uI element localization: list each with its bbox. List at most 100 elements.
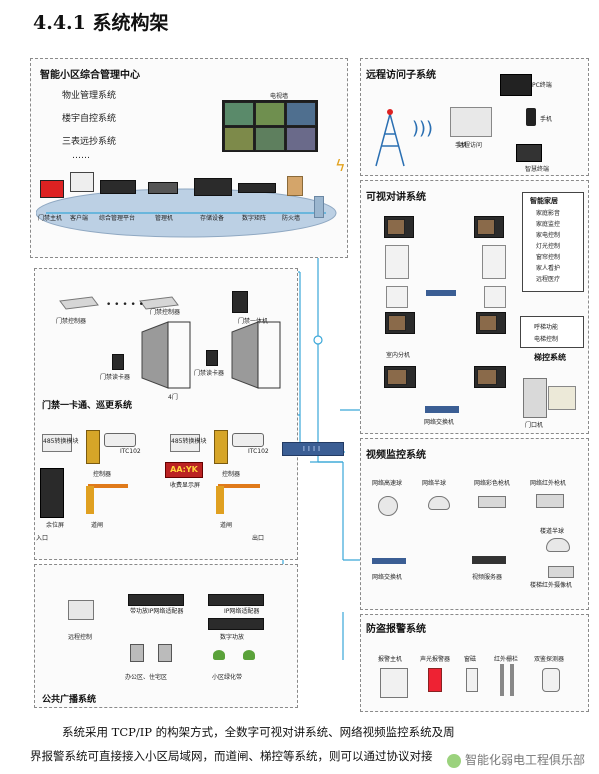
ir-bullet-camera-icon <box>536 494 564 508</box>
smart-home-title: 智能家居 <box>530 197 558 205</box>
converter-icon-2 <box>170 434 200 452</box>
ir-fence-icon-2 <box>510 664 514 696</box>
corridor-dome-label: 楼道半球 <box>540 528 565 535</box>
elevator-item-1: 呼梯功能 <box>534 324 559 331</box>
pc-terminal-icon <box>500 74 532 96</box>
mini-dome-label: 网络半球 <box>422 480 447 487</box>
color-bullet-label: 网络彩色枪机 <box>474 480 511 487</box>
elevator-control-title: 梯控系统 <box>534 353 566 362</box>
exit-label: 出口 <box>252 535 265 542</box>
smart-home-item-7: 远程医疗 <box>536 276 561 283</box>
indoor-unit-2 <box>482 245 506 279</box>
broadcast-console-label: 远程控制 <box>68 634 93 641</box>
platform-server-icon <box>100 180 136 194</box>
video-section <box>360 438 589 610</box>
firewall-icon <box>287 176 303 196</box>
radio-tower-icon <box>375 109 405 167</box>
smart-home-item-2: 家庭监控 <box>536 221 561 228</box>
alarm-title: 防盗报警系统 <box>366 624 426 635</box>
remote-access-title: 远程访问子系统 <box>366 70 436 81</box>
indoor-unit-3 <box>386 286 408 308</box>
barrier-label-1: 道闸 <box>91 522 104 529</box>
controller-label-1: 控制器 <box>93 471 112 478</box>
controller-label-2: 控制器 <box>222 471 241 478</box>
camera-label-1: ITC102 <box>120 448 141 455</box>
digital-amp-label: 数字功放 <box>220 634 245 641</box>
device-label-client: 客户端 <box>70 215 89 222</box>
converter-icon-1 <box>42 434 72 452</box>
access-controllers-row: • • • • • <box>59 296 179 310</box>
card-reader-label-2: 门禁读卡器 <box>194 370 225 377</box>
window-contact-icon <box>466 668 478 692</box>
watermark-icon <box>447 754 461 768</box>
dual-detector-label: 双鉴探测器 <box>534 656 565 663</box>
management-center-title: 智能小区综合管理中心 <box>40 70 140 81</box>
broadcast-console-icon <box>68 600 94 620</box>
device-label-storage: 存储设备 <box>200 215 225 222</box>
garden-speaker-icon-2 <box>243 650 255 660</box>
device-label-platform: 综合管理平台 <box>99 215 136 222</box>
intercom-switch-upper <box>426 290 456 296</box>
remote-access-pc-icon <box>450 107 492 137</box>
access-terminal-label: 门禁一体机 <box>238 318 269 325</box>
barrier-arm-icon-1 <box>88 484 128 488</box>
page-heading: 4.4.1 系统构架 <box>33 12 169 34</box>
dual-detector-icon <box>542 668 560 692</box>
remote-access-caption: 远程访问 <box>458 142 483 149</box>
tv-wall <box>222 100 318 152</box>
pc-terminal-label: PC终端 <box>532 82 552 89</box>
ir-fence-label: 红外栅栏 <box>494 656 519 663</box>
fee-display-label: 收费显示屏 <box>170 482 201 489</box>
control-box-icon-1 <box>86 430 100 464</box>
converter-label-2: 485转换模块 <box>171 438 207 445</box>
access-control-title: 门禁一卡通、巡更系统 <box>42 401 133 411</box>
video-switch-icon <box>372 558 406 564</box>
tv-wall-label: 电视墙 <box>270 93 289 100</box>
doors-illustration <box>141 321 281 389</box>
indoor-monitor-1 <box>384 216 414 238</box>
system-item-property: 物业管理系统 <box>62 91 117 101</box>
ip-adapter-label: IP网络适配器 <box>224 608 260 615</box>
digital-amp-icon <box>208 618 264 630</box>
stair-ir-camera-icon <box>548 566 574 578</box>
smart-home-item-1: 家庭影音 <box>536 210 561 217</box>
siren-label: 声光报警器 <box>420 656 451 663</box>
ip-adapter-icon <box>208 594 264 606</box>
greenbelt-label: 小区绿化带 <box>212 674 243 681</box>
indoor-unit-1 <box>385 245 409 279</box>
speed-dome-label: 网络高速球 <box>372 480 403 487</box>
access-controller-label-2: 门禁控制器 <box>150 309 181 316</box>
door-count-label: 4门 <box>168 394 178 401</box>
indoor-unit-4 <box>484 286 506 308</box>
device-label-firewall: 防火墙 <box>282 215 301 222</box>
color-bullet-camera-icon <box>478 496 506 508</box>
device-label-matrix: 数字矩阵 <box>242 215 267 222</box>
speaker-icon-2 <box>158 644 172 662</box>
door-station-label: 门口机 <box>525 422 544 429</box>
stair-ir-camera-label: 楼梯红外摄像机 <box>530 582 573 589</box>
indoor-monitor-5 <box>384 366 416 388</box>
card-reader-1 <box>112 354 124 370</box>
converter-label-1: 485转换模块 <box>43 438 79 445</box>
svg-text:• • • • •: • • • • • <box>106 300 144 310</box>
mobile-phone-icon <box>526 108 536 126</box>
garden-speaker-icon-1 <box>213 650 225 660</box>
client-pc-icon <box>70 172 94 192</box>
card-reader-2 <box>206 350 218 366</box>
smart-home-item-5: 窗帘控制 <box>536 254 561 261</box>
alarm-host-icon <box>380 668 408 698</box>
siren-icon <box>428 668 442 692</box>
smart-home-item-6: 家人看护 <box>536 265 561 272</box>
barrier-post-icon-1 <box>86 486 94 514</box>
device-label-access-host: 门禁主机 <box>38 215 63 222</box>
indoor-monitor-3 <box>385 312 415 334</box>
indoor-monitor-4 <box>476 312 506 334</box>
access-terminal-icon <box>232 291 248 313</box>
center-switch-icon <box>314 196 324 218</box>
body-paragraph-line-2: 界报警系统可直接接入小区局域网，而道闸、梯控等系统，则可以通过协议对接 <box>30 749 433 763</box>
speed-dome-camera-icon <box>378 496 398 516</box>
elevator-panel-icon <box>548 386 576 410</box>
indoor-unit-label: 室内分机 <box>386 352 411 359</box>
corridor-dome-camera-icon <box>546 538 570 552</box>
speaker-icon-1 <box>130 644 144 662</box>
